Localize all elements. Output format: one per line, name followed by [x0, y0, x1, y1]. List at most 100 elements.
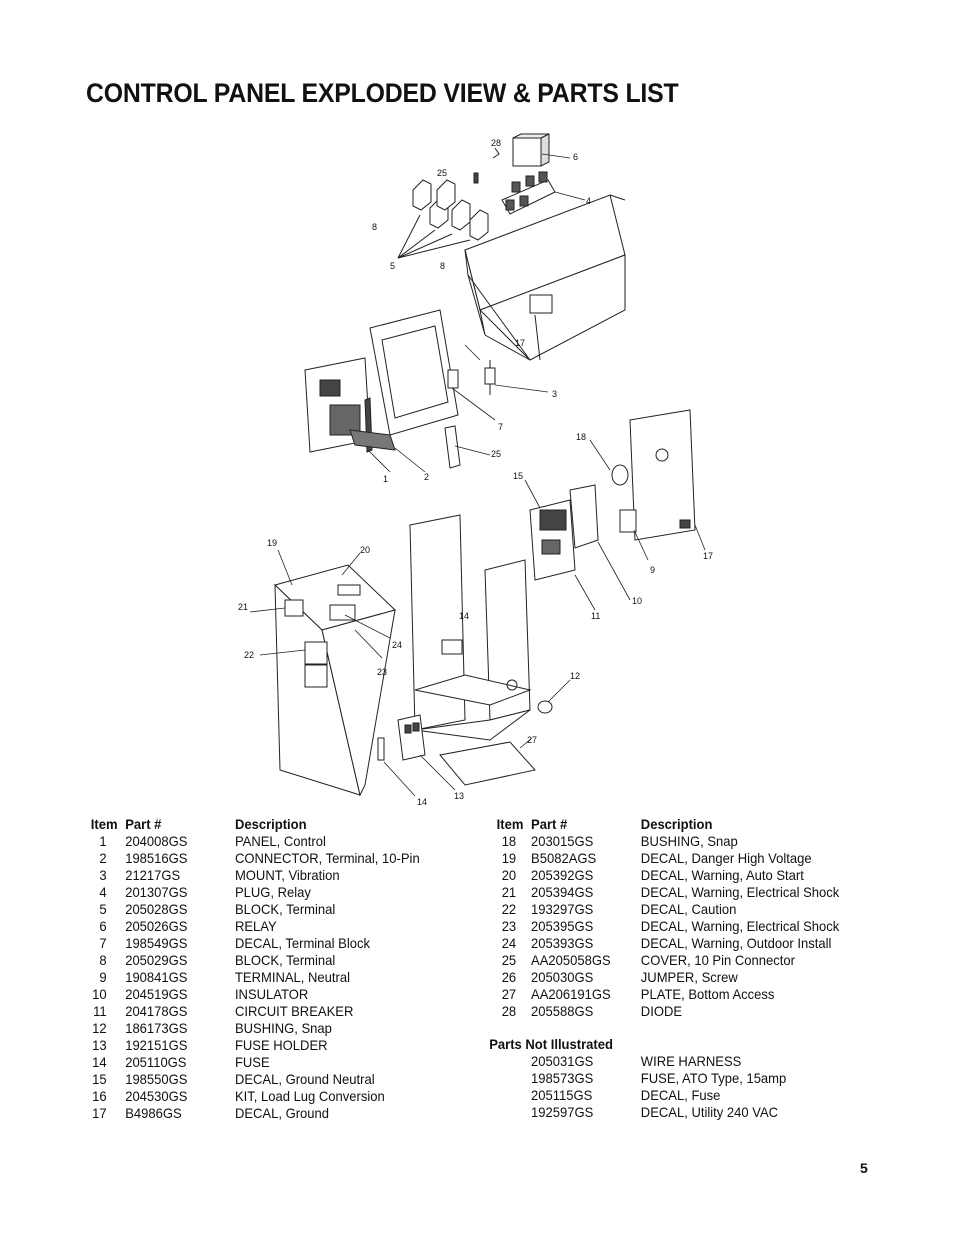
- part-number: 205395GS: [531, 918, 594, 934]
- table-row: 27 AA206191GS PLATE, Bottom Access: [492, 986, 864, 1003]
- bottom-access-plate: [439, 741, 536, 786]
- part-number: 204178GS: [125, 1003, 188, 1019]
- item-number: 10: [92, 986, 107, 1002]
- part-description: RELAY: [234, 918, 277, 934]
- part-description: BUSHING, Snap: [640, 833, 738, 849]
- part-description: DECAL, Danger High Voltage: [640, 850, 812, 866]
- part-number: 193297GS: [531, 901, 594, 917]
- header-part: Part #: [531, 816, 568, 832]
- part-number: 204519GS: [125, 986, 188, 1002]
- table-header: Item Part # Description: [492, 816, 864, 833]
- table-row: 4 201307GS PLUG, Relay: [88, 884, 460, 901]
- neutral-terminal: [619, 509, 637, 533]
- callout-20: 19: [267, 538, 278, 548]
- part-number: 205031GS: [531, 1053, 594, 1069]
- callout-12: 12: [570, 671, 581, 681]
- callout-9: 9: [650, 565, 656, 575]
- part-number: 198550GS: [125, 1071, 188, 1087]
- table-row: 10 204519GS INSULATOR: [88, 986, 460, 1003]
- page-number: 5: [860, 1160, 868, 1176]
- part-description: DIODE: [640, 1003, 683, 1019]
- part-description: PLUG, Relay: [234, 884, 311, 900]
- callout-25: 25: [491, 449, 502, 459]
- part-description: JUMPER, Screw: [640, 969, 738, 985]
- part-number: 201307GS: [125, 884, 188, 900]
- part-description: DECAL, Warning, Electrical Shock: [640, 884, 840, 900]
- part-number: 205392GS: [531, 867, 594, 883]
- relay-plug: [501, 171, 556, 215]
- item-number: 4: [99, 884, 107, 900]
- terminal-connector: [349, 429, 396, 451]
- part-description: DECAL, Ground Neutral: [234, 1071, 375, 1087]
- callout-8a: 8: [372, 222, 378, 232]
- header-description: Description: [234, 816, 307, 832]
- part-number: 205026GS: [125, 918, 188, 934]
- part-description: BLOCK, Terminal: [234, 952, 336, 968]
- callout-21: 21: [238, 602, 249, 612]
- item-number: 28: [501, 1003, 517, 1019]
- connector-cover: [444, 425, 461, 469]
- header-description: Description: [640, 816, 713, 832]
- table-row: 15 198550GS DECAL, Ground Neutral: [88, 1071, 460, 1088]
- callout-18: 18: [576, 432, 587, 442]
- front-cover: [274, 564, 396, 797]
- part-description: DECAL, Utility 240 VAC: [640, 1104, 779, 1120]
- part-description: PLATE, Bottom Access: [640, 986, 775, 1002]
- item-number: 19: [501, 850, 517, 866]
- part-description: WIRE HARNESS: [640, 1053, 742, 1069]
- part-number: 192151GS: [125, 1037, 188, 1053]
- lower-enclosure: [409, 514, 532, 741]
- callout-1: 1: [383, 474, 389, 484]
- part-number: AA206191GS: [531, 986, 611, 1002]
- callout-24: 24: [392, 640, 403, 650]
- part-number: AA205058GS: [531, 952, 611, 968]
- callout-4: 4: [586, 196, 592, 206]
- terminal-blocks: [412, 147, 500, 241]
- item-number: 15: [92, 1071, 107, 1087]
- part-description: INSULATOR: [234, 986, 309, 1002]
- part-description: DECAL, Ground: [234, 1105, 330, 1121]
- part-description: DECAL, Warning, Auto Start: [640, 867, 804, 883]
- item-number: 26: [501, 969, 517, 985]
- item-number: 24: [501, 935, 517, 951]
- part-number: 205030GS: [531, 969, 594, 985]
- callout-6: 6: [573, 152, 579, 162]
- not-illustrated-title: Parts Not Illustrated: [489, 1036, 613, 1052]
- item-number: 8: [99, 952, 107, 968]
- callout-5: 5: [390, 261, 396, 271]
- part-number: 203015GS: [531, 833, 594, 849]
- part-description: TERMINAL, Neutral: [234, 969, 350, 985]
- callout-17a: 17: [515, 338, 526, 348]
- item-number: 3: [99, 867, 107, 883]
- part-number: 204008GS: [125, 833, 188, 849]
- part-description: MOUNT, Vibration: [234, 867, 340, 883]
- rear-plate: [629, 409, 696, 541]
- callout-8b: 8: [440, 261, 446, 271]
- part-description: COVER, 10 Pin Connector: [640, 952, 795, 968]
- callout-17b: 17: [703, 551, 714, 561]
- part-number: 198549GS: [125, 935, 188, 951]
- item-number: 27: [501, 986, 517, 1002]
- callout-27: 27: [527, 735, 538, 745]
- part-description: FUSE HOLDER: [234, 1037, 328, 1053]
- callout-23: 23: [377, 667, 388, 677]
- item-number: 2: [99, 850, 107, 866]
- callout-7: 7: [498, 422, 504, 432]
- part-number: 21217GS: [125, 867, 181, 883]
